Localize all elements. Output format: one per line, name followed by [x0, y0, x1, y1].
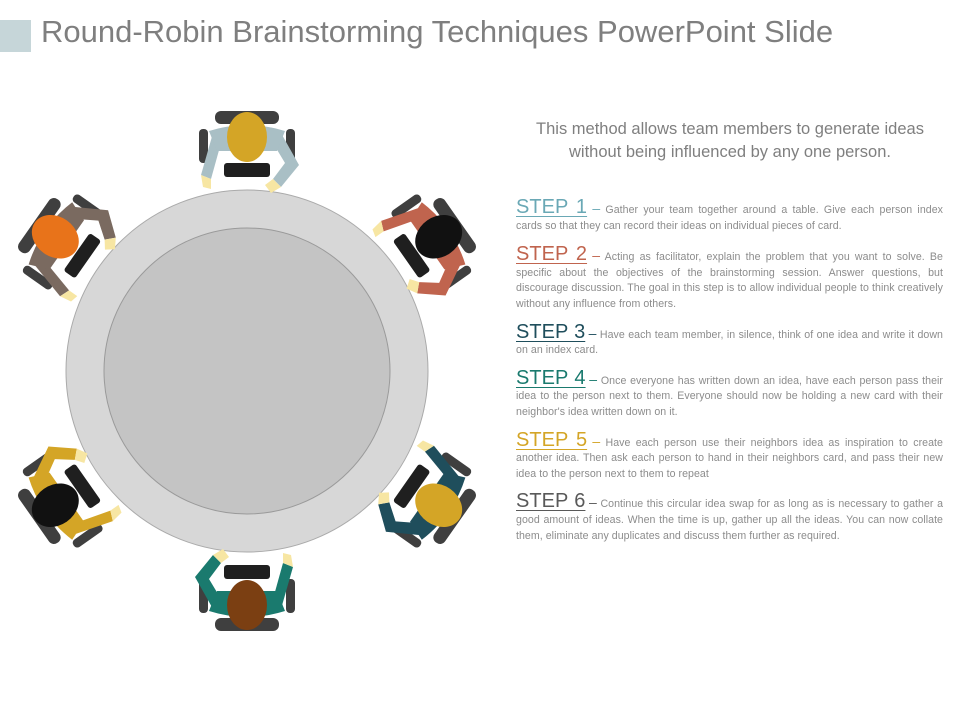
person-lap	[64, 234, 101, 278]
step-6-label: STEP 6	[516, 490, 586, 513]
step-3-text: Have each team member, in silence, think…	[516, 328, 943, 357]
person-arm-left	[424, 445, 462, 481]
person-4	[195, 549, 295, 631]
step-1-text: Gather your team together around a table…	[516, 204, 944, 232]
step-5-text: Have each person use their neighbors ide…	[516, 436, 943, 480]
step-1-dash: –	[592, 200, 601, 216]
step-5-dash: –	[592, 432, 601, 449]
person-arm-right	[378, 502, 423, 536]
person-hand-left	[110, 504, 122, 522]
step-2-text: Acting as facilitator, explain the probl…	[516, 251, 943, 310]
person-3	[378, 440, 476, 548]
step-2-dash: –	[592, 247, 601, 264]
step-4-dash: –	[589, 370, 598, 387]
step-2-label: STEP 2	[516, 243, 588, 266]
person-lap	[64, 464, 101, 508]
person-lap	[224, 163, 270, 177]
step-1: STEP 1 – Gather your team together aroun…	[516, 197, 943, 234]
person-arm-right	[32, 446, 77, 481]
person-head	[31, 215, 79, 259]
person-arm-left	[71, 510, 113, 536]
person-head	[415, 483, 463, 527]
person-lap	[393, 234, 430, 278]
person-arm-right	[71, 206, 116, 240]
person-hand-left	[416, 440, 434, 452]
step-5-label: STEP 5	[516, 428, 588, 451]
step-5: STEP 5 – Have each person use their neig…	[516, 430, 943, 483]
person-hand-right	[74, 448, 88, 463]
person-hand-right	[378, 492, 390, 505]
step-3: STEP 3 – Have each team member, in silen…	[516, 322, 943, 359]
person-arm-left	[381, 206, 423, 232]
person-hand-right	[406, 279, 420, 294]
people-group	[18, 111, 476, 631]
person-arm-left	[32, 261, 70, 297]
person-hand-left	[60, 290, 78, 302]
step-6: STEP 6 – Continue this circular idea swa…	[516, 491, 943, 544]
chair-arm-left	[286, 579, 295, 613]
person-head	[31, 483, 79, 527]
table-top	[103, 227, 391, 515]
chair-arm-left	[391, 194, 422, 219]
step-6-dash: –	[589, 494, 597, 511]
person-head	[227, 580, 267, 630]
steps-list: STEP 1 – Gather your team together aroun…	[516, 197, 943, 544]
person-lap	[224, 565, 270, 579]
step-4: STEP 4 – Once everyone has written down …	[516, 368, 943, 421]
chair-arm-left	[441, 452, 472, 477]
person-5	[18, 446, 122, 548]
person-arm-right	[195, 555, 221, 609]
person-arm-right	[417, 261, 462, 296]
title-accent-bar	[0, 20, 31, 52]
person-hand-left	[372, 220, 384, 238]
person-2	[372, 194, 476, 296]
step-4-label: STEP 4	[516, 366, 586, 389]
person-6	[18, 194, 116, 302]
intro-text: This method allows team members to gener…	[536, 120, 924, 161]
person-lap	[393, 464, 430, 508]
chair-arm-left	[199, 129, 208, 163]
step-3-label: STEP 3	[516, 320, 586, 343]
person-1	[199, 111, 299, 193]
person-hand-right	[265, 179, 281, 193]
step-6-text: Continue this circular idea swap for as …	[516, 498, 944, 542]
step-4-text: Once everyone has written down an idea, …	[516, 374, 944, 418]
slide-title: Round-Robin Brainstorming Techniques Pow…	[41, 14, 834, 49]
chair-arm-left	[72, 523, 103, 548]
person-head	[227, 112, 267, 162]
person-arm-right	[273, 133, 299, 187]
round-table-illustration	[18, 111, 476, 631]
person-hand-right	[104, 237, 116, 250]
person-hand-left	[201, 175, 211, 189]
step-2: STEP 2 – Acting as facilitator, explain …	[516, 244, 943, 312]
chair-arm-left	[22, 265, 53, 290]
step-1-label: STEP 1	[516, 196, 588, 218]
person-head	[415, 215, 463, 259]
step-3-dash: –	[588, 324, 597, 341]
person-hand-right	[213, 549, 229, 563]
person-hand-left	[283, 553, 293, 567]
